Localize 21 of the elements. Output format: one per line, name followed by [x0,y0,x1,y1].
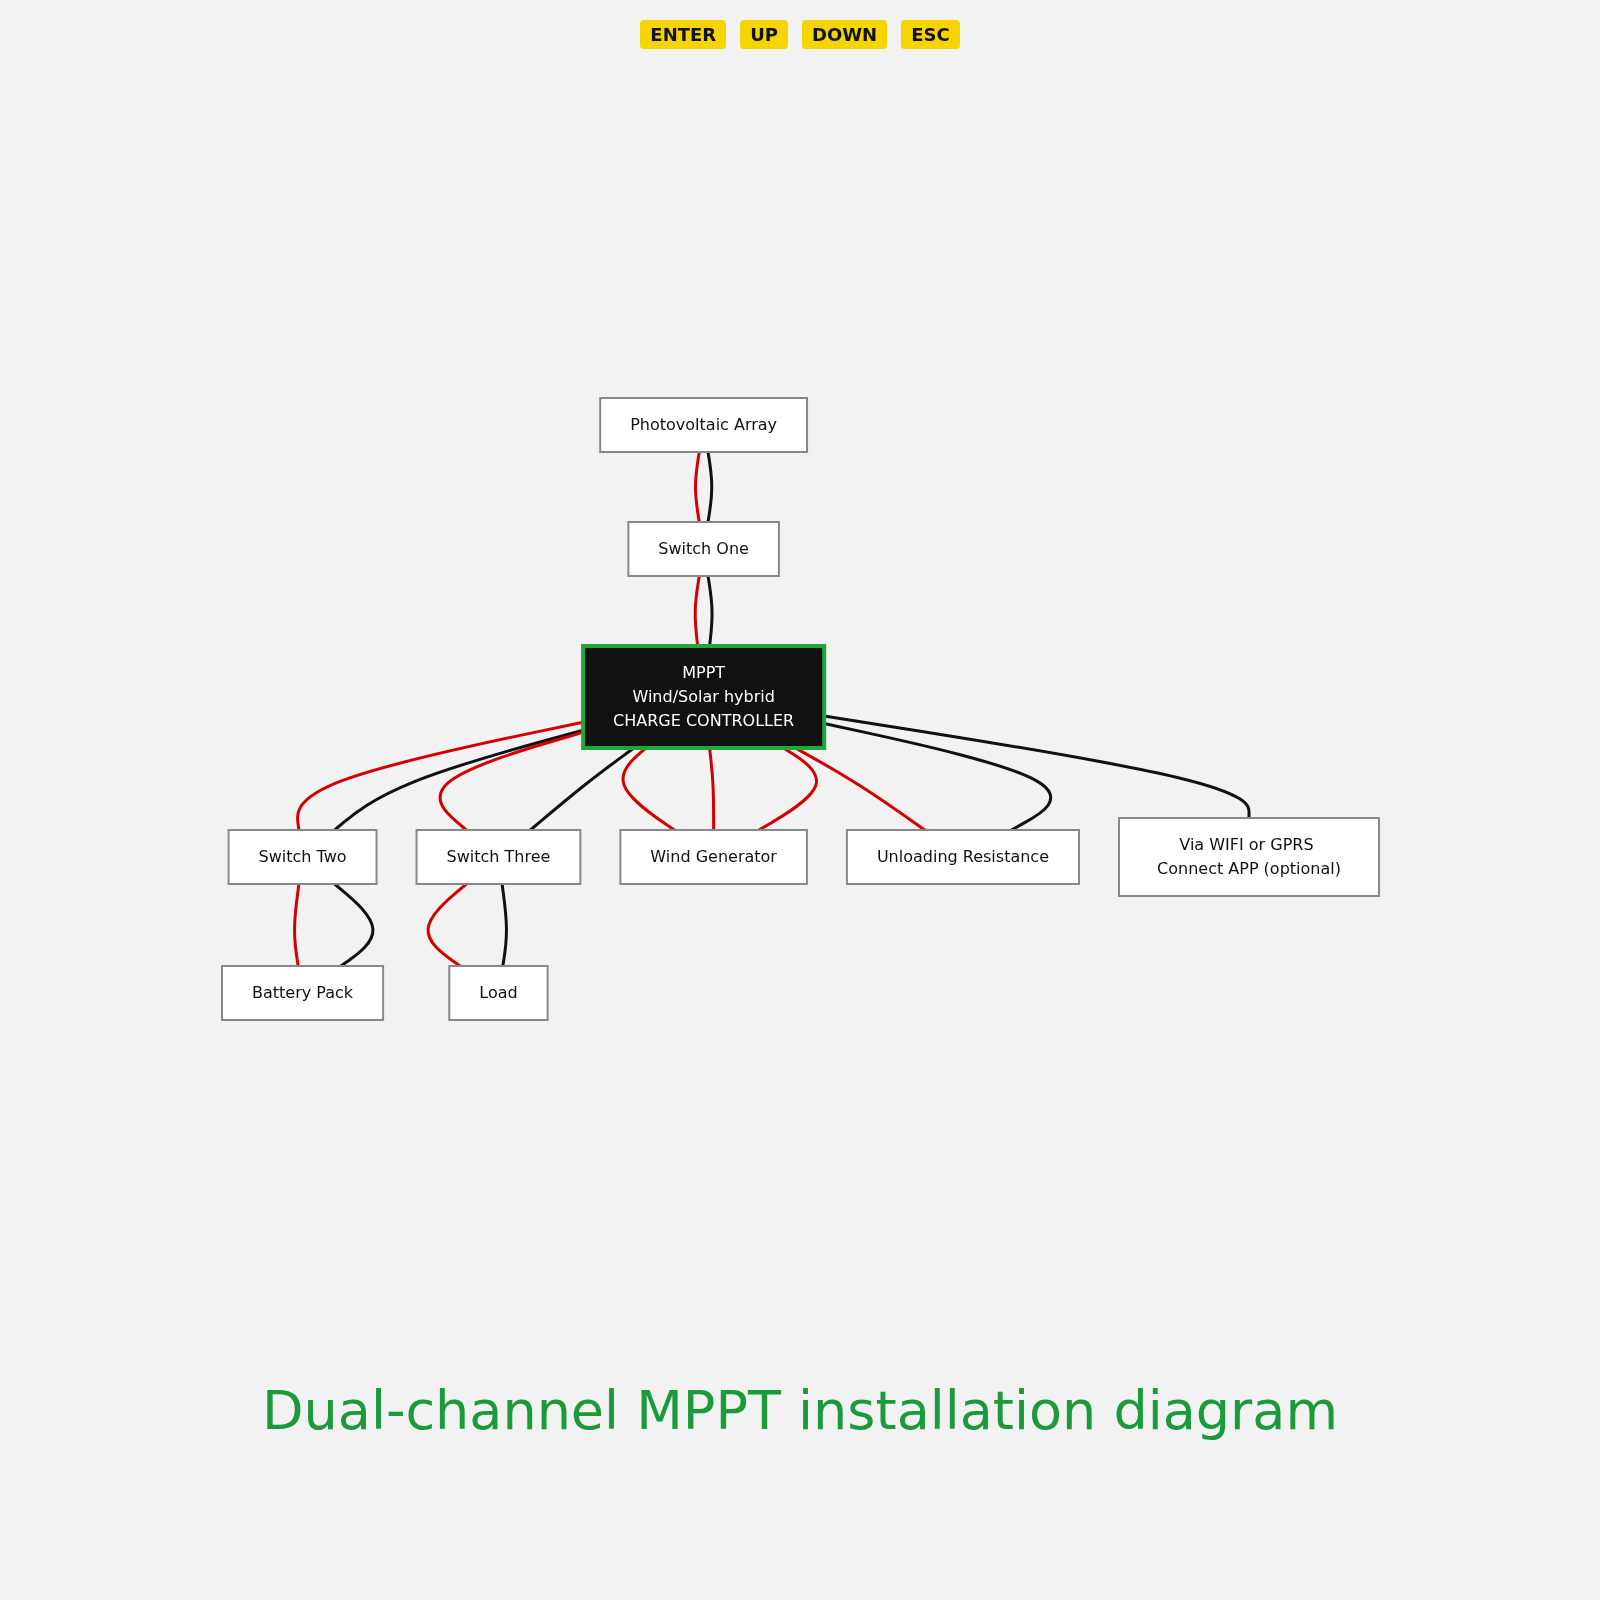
node-box: Load [447,965,549,1021]
node-box: Unloading Resistance [845,829,1080,885]
node-box: Photovoltaic Array [598,397,808,453]
node-box: Switch One [626,521,780,577]
connector [693,451,701,523]
key-label: DOWN [801,20,888,49]
node-box: Via WIFI or GPRS Connect APP (optional) [1117,817,1380,897]
caption: Dual-channel MPPT installation diagram [261,1379,1339,1442]
key-label: ESC [901,20,960,49]
connector [500,883,508,967]
connector [706,575,714,647]
key-label: UP [740,20,788,49]
node-box: Switch Two [227,829,378,885]
node-box: Battery Pack [220,965,384,1021]
connector [706,451,713,523]
key-label: ENTER [640,20,727,49]
node-box: MPPT Wind/Solar hybrid CHARGE CONTROLLER [580,644,826,750]
node-box: Wind Generator [618,829,808,885]
connector [292,883,300,967]
node-box: Switch Three [415,829,581,885]
connector [693,575,701,647]
